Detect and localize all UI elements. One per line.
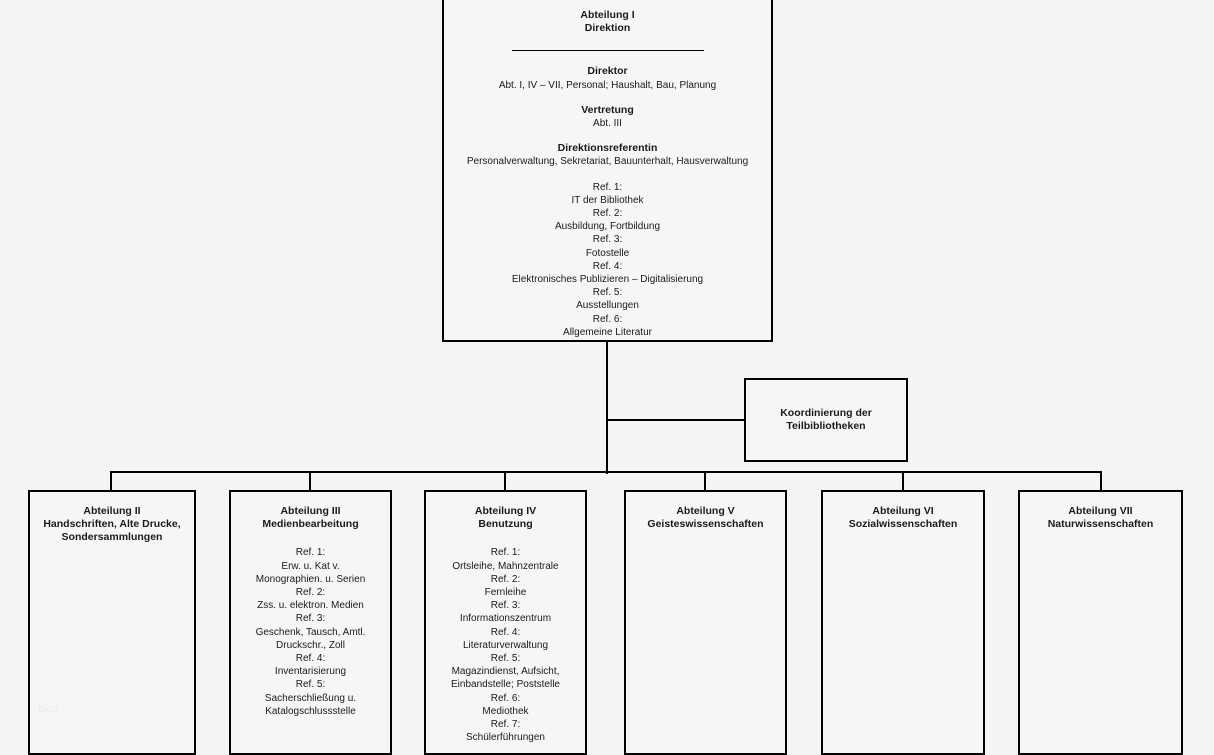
connector-bus-departments [110, 471, 1102, 473]
node-title: Abteilung V Geisteswissenschaften [647, 505, 764, 531]
referat-entries: Ref. 1: Erw. u. Kat v. Monographien. u. … [255, 547, 366, 717]
node-title: Abteilung III Medienbearbeitung [262, 505, 359, 531]
node-abteilung-ii[interactable]: Abteilung II Handschriften, Alte Drucke,… [28, 490, 196, 755]
connector-trunk-direktion [606, 342, 608, 474]
node-title: Abteilung VII Naturwissenschaften [1047, 505, 1154, 531]
node-title: Abteilung II Handschriften, Alte Drucke,… [43, 505, 181, 544]
node-title: Koordinierung der Teilbibliotheken [780, 406, 872, 432]
node-title: Abteilung VI Sozialwissenschaften [848, 505, 958, 531]
connector-drop-abteilung-iv [504, 471, 506, 492]
title-divider [511, 50, 704, 52]
role-vertretung: Vertretung Abt. III [450, 104, 765, 130]
role-label: Direktionsreferentin [557, 142, 658, 155]
node-abteilung-vi[interactable]: Abteilung VI Sozialwissenschaften [821, 490, 985, 755]
role-label: Direktor [587, 65, 628, 78]
node-abteilung-iv[interactable]: Abteilung IV Benutzung Ref. 1: Ortsleihe… [424, 490, 587, 755]
role-scope: Abt. I, IV – VII, Personal; Haushalt, Ba… [498, 79, 717, 91]
node-abteilung-iii[interactable]: Abteilung III Medienbearbeitung Ref. 1: … [229, 490, 392, 755]
referat-list: Ref. 1: IT der Bibliothek Ref. 2: Ausbil… [450, 181, 765, 339]
node-koordinierung-teilbibliotheken[interactable]: Koordinierung der Teilbibliotheken [744, 378, 908, 462]
node-abteilung-v[interactable]: Abteilung V Geisteswissenschaften [624, 490, 787, 755]
watermark-text: blog [38, 703, 59, 715]
node-title: Abteilung I Direktion [580, 9, 635, 35]
node-abteilung-i-direktion[interactable]: Abteilung I Direktion Direktor Abt. I, I… [442, 0, 773, 342]
role-scope: Personalverwaltung, Sekretariat, Bauunte… [466, 156, 749, 168]
node-abteilung-vii[interactable]: Abteilung VII Naturwissenschaften [1018, 490, 1183, 755]
node-title: Abteilung IV Benutzung [474, 505, 537, 531]
connector-drop-abteilung-iii [309, 471, 311, 492]
connector-drop-abteilung-ii [110, 471, 112, 492]
connector-drop-abteilung-vi [902, 471, 904, 492]
role-scope: Abt. III [593, 118, 622, 130]
connector-drop-abteilung-v [704, 471, 706, 492]
referat-entries: Ref. 1: Ortsleihe, Mahnzentrale Ref. 2: … [451, 547, 560, 744]
role-label: Vertretung [581, 103, 634, 116]
referat-entries: Ref. 1: IT der Bibliothek Ref. 2: Ausbil… [511, 181, 704, 338]
role-direktionsreferentin: Direktionsreferentin Personalverwaltung,… [450, 142, 765, 168]
connector-drop-abteilung-vii [1100, 471, 1102, 492]
role-direktor: Direktor Abt. I, IV – VII, Personal; Hau… [450, 65, 765, 91]
connector-branch-koordinierung [606, 419, 746, 421]
